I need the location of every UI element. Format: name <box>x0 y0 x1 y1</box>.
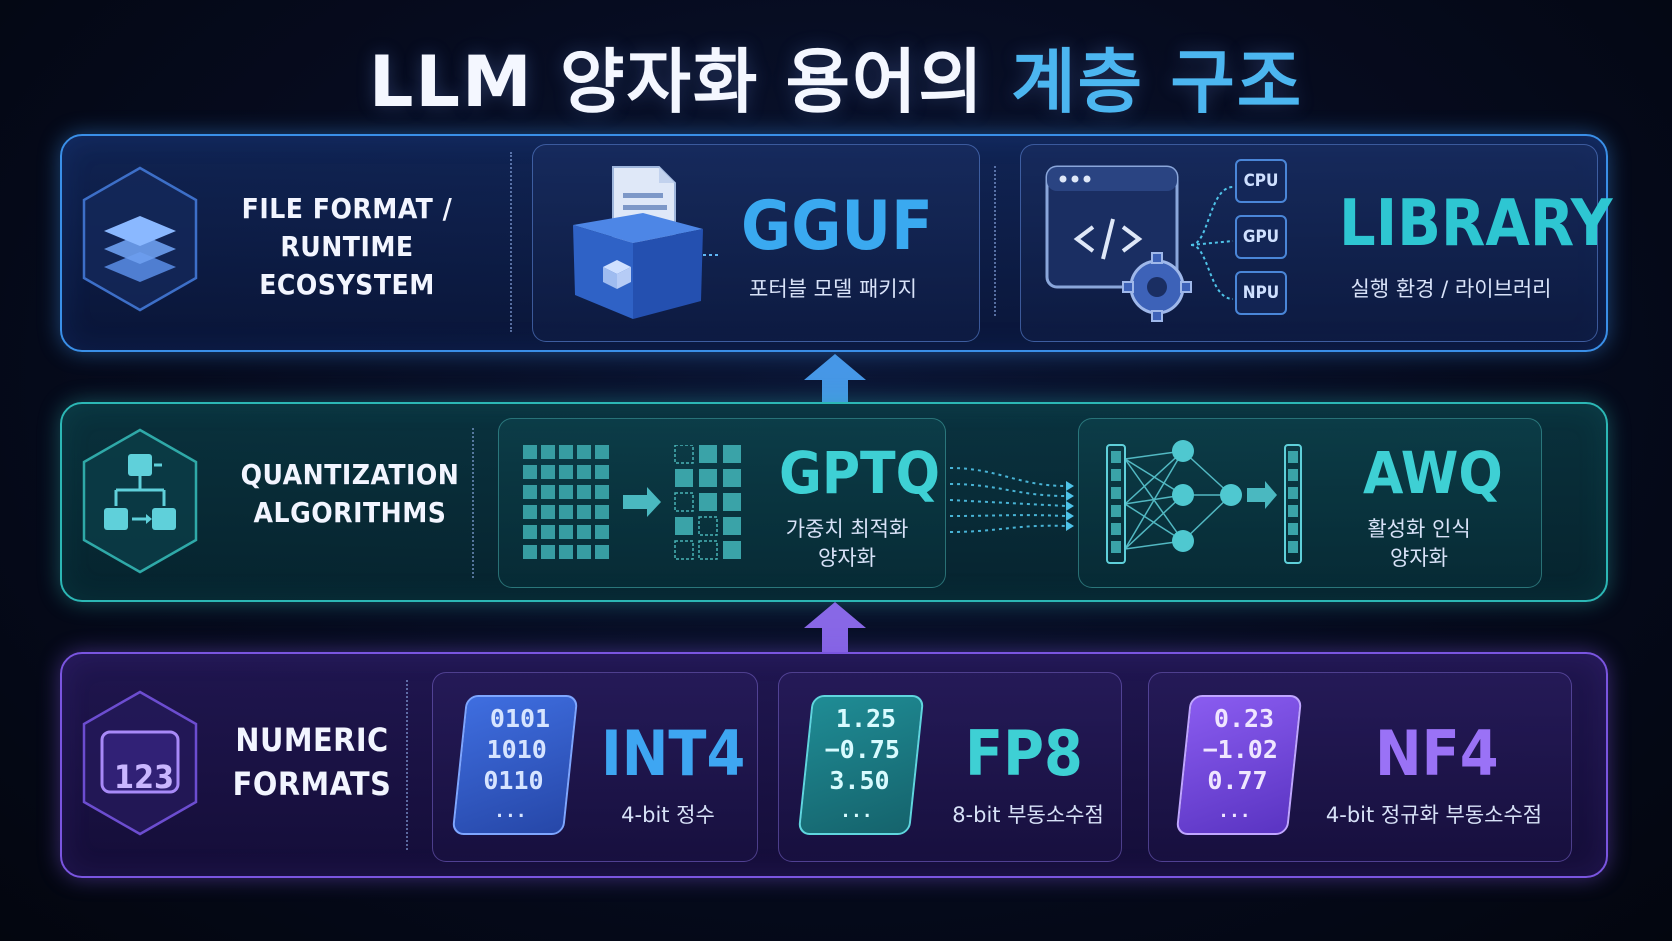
title-accent: 계층 구조 <box>1011 41 1304 123</box>
card-gguf: GGUF 포터블 모델 패키지 <box>532 144 980 342</box>
divider <box>472 428 474 578</box>
value-line: 1.25 <box>835 704 896 733</box>
chip-npu: NPU <box>1235 271 1287 315</box>
gguf-description: 포터블 모델 패키지 <box>749 277 917 301</box>
awq-title: AWQ <box>1363 439 1503 507</box>
value-line: −0.75 <box>824 735 901 764</box>
value-line: ... <box>493 801 527 822</box>
int4-description: 4-bit 정수 <box>621 803 715 827</box>
flowchart-icon <box>82 428 198 574</box>
arrow-up-icon <box>804 602 866 654</box>
value-line: −1.02 <box>1202 735 1279 764</box>
connector-lines <box>1190 186 1234 300</box>
layer-label-quantization: QUANTIZATION ALGORITHMS <box>240 458 460 529</box>
layer-label-file-format: FILE FORMAT / RUNTIME ECOSYSTEM <box>241 192 453 301</box>
gptq-title: GPTQ <box>779 439 941 507</box>
value-line: ... <box>839 801 873 822</box>
value-line: 0101 <box>489 704 550 733</box>
divider <box>994 166 996 316</box>
value-line: 0.23 <box>1213 704 1274 733</box>
matrix-compression-icon <box>523 445 741 560</box>
fp8-description: 8-bit 부동소수점 <box>952 803 1104 827</box>
card-gptq: GPTQ 가중치 최적화 양자화 <box>498 418 946 588</box>
divider <box>406 680 408 850</box>
normal-float-values-card: 0.23 −1.02 0.77 ... <box>1175 695 1303 835</box>
value-line: 0110 <box>483 766 544 795</box>
library-description: 실행 환경 / 라이브러리 <box>1350 277 1552 301</box>
layers-stack-icon <box>82 166 198 312</box>
card-fp8: 1.25 −0.75 3.50 ... FP8 8-bit 부동소수점 <box>778 672 1122 862</box>
layer-file-format: FILE FORMAT / RUNTIME ECOSYSTEM <box>60 134 1612 352</box>
card-nf4: 0.23 −1.02 0.77 ... NF4 4-bit 정규화 부동소수점 <box>1148 672 1572 862</box>
card-library: CPU GPU NPU LIBRARY 실행 환경 / 라이브러리 <box>1020 144 1612 342</box>
gguf-title: GGUF <box>741 187 933 266</box>
float-values-card: 1.25 −0.75 3.50 ... <box>797 695 925 835</box>
layer-numeric-formats: 123 NUMERIC FORMATS 0101 1010 0110 ... I… <box>60 652 1608 878</box>
title-main: LLM 양자화 용어의 <box>368 41 985 123</box>
code-window-gear-icon <box>1045 165 1192 322</box>
layer-label-numeric: NUMERIC FORMATS <box>232 721 392 803</box>
chip-gpu: GPU <box>1235 215 1287 259</box>
fp8-title: FP8 <box>965 717 1083 790</box>
value-line: ... <box>1217 801 1251 822</box>
nf4-description: 4-bit 정규화 부동소수점 <box>1325 803 1543 827</box>
value-line: 1010 <box>486 735 547 764</box>
nf4-title: NF4 <box>1375 717 1499 790</box>
awq-description: 활성화 인식 양자화 <box>1367 517 1471 570</box>
flow-arrows <box>949 467 1074 533</box>
value-line: 0.77 <box>1207 766 1268 795</box>
int4-title: INT4 <box>601 717 746 790</box>
card-int4: 0101 1010 0110 ... INT4 4-bit 정수 <box>432 672 758 862</box>
chip-cpu: CPU <box>1235 159 1287 203</box>
neural-network-icon <box>1106 440 1302 564</box>
layer-quantization: QUANTIZATION ALGORITHMS <box>60 402 1608 602</box>
arrow-up-icon <box>804 354 866 404</box>
file-box-icon <box>573 166 718 319</box>
library-title: LIBRARY <box>1339 187 1613 261</box>
value-line: 3.50 <box>829 766 890 795</box>
numbers-icon <box>82 690 198 836</box>
gptq-description: 가중치 최적화 양자화 <box>785 517 909 570</box>
page-title: LLM 양자화 용어의 계층 구조 <box>0 26 1672 127</box>
card-awq: AWQ 활성화 인식 양자화 <box>1078 418 1542 588</box>
divider <box>510 152 512 332</box>
numbers-icon-label: 123 <box>113 758 175 796</box>
binary-values-card: 0101 1010 0110 ... <box>451 695 579 835</box>
